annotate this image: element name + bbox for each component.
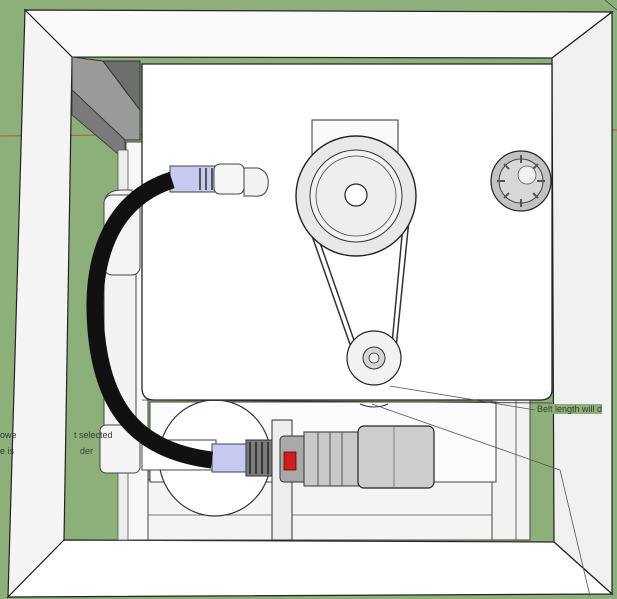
box-frame[interactable] [6, 8, 614, 599]
left-note-1a[interactable]: owe [0, 430, 17, 440]
side-rail[interactable] [71, 56, 141, 161]
left-note-2a[interactable]: e is [0, 446, 15, 456]
pulley-icon[interactable] [295, 135, 417, 257]
frame-top[interactable] [23, 9, 614, 59]
blue-axis-line [604, 0, 617, 11]
small-pulley-icon[interactable] [346, 330, 402, 408]
left-note-2b[interactable]: der [80, 446, 94, 456]
second-leader-tail [559, 469, 591, 597]
belt-length-note[interactable]: Belt length will d [537, 404, 603, 414]
plate-edge [141, 399, 553, 404]
second-leader [371, 403, 561, 471]
red-indicator [283, 451, 297, 471]
black-hose[interactable] [86, 171, 214, 469]
frame-bottom[interactable] [6, 539, 614, 598]
belt-note-leader [389, 385, 536, 411]
knob-icon[interactable] [490, 150, 552, 212]
right-post[interactable] [491, 397, 531, 541]
frame-left[interactable] [7, 8, 73, 599]
motor-icon[interactable] [279, 425, 435, 489]
pulley-shadow [359, 403, 389, 408]
frame-right[interactable] [551, 10, 613, 596]
top-fitting[interactable] [169, 163, 269, 197]
bottom-fitting[interactable] [211, 439, 277, 477]
left-note-1b[interactable]: t selected [74, 430, 113, 440]
